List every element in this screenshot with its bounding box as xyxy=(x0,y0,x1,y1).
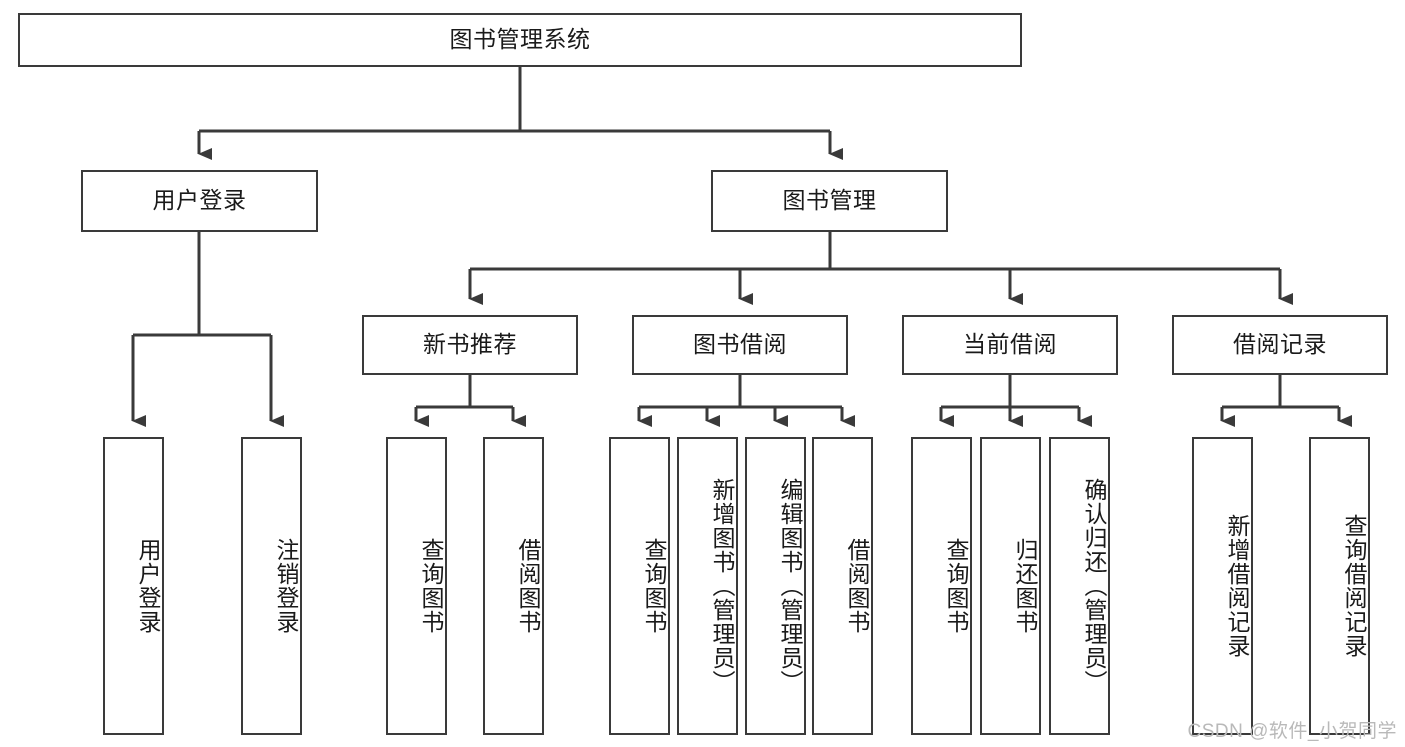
leaf-record-query-record[interactable]: 查询借阅记录 xyxy=(1309,437,1370,735)
node-label: 借阅图书 xyxy=(844,538,870,634)
node-label: 新增借阅记录 xyxy=(1224,514,1250,658)
leaf-borrow-borrow-book[interactable]: 借阅图书 xyxy=(812,437,873,735)
node-borrow-record[interactable]: 借阅记录 xyxy=(1172,315,1388,375)
watermark-text: CSDN @软件_小贺同学 xyxy=(1187,721,1397,742)
node-current-borrow[interactable]: 当前借阅 xyxy=(902,315,1118,375)
node-label: 用户登录 xyxy=(152,187,247,214)
leaf-current-return-book[interactable]: 归还图书 xyxy=(980,437,1041,735)
node-book-management[interactable]: 图书管理 xyxy=(711,170,948,232)
node-label: 查询图书 xyxy=(641,538,667,634)
leaf-borrow-add-book[interactable]: 新增图书（管理员） xyxy=(677,437,738,735)
leaf-user-login-login[interactable]: 用户登录 xyxy=(103,437,164,735)
leaf-recommend-borrow-book[interactable]: 借阅图书 xyxy=(483,437,544,735)
node-label: 用户登录 xyxy=(135,538,161,634)
leaf-borrow-query-book[interactable]: 查询图书 xyxy=(609,437,670,735)
node-label: 注销登录 xyxy=(273,538,299,634)
node-label: 新增图书（管理员） xyxy=(709,478,735,694)
node-label: 借阅图书 xyxy=(515,538,541,634)
leaf-borrow-edit-book[interactable]: 编辑图书（管理员） xyxy=(745,437,806,735)
node-new-book-recommend[interactable]: 新书推荐 xyxy=(362,315,578,375)
node-book-borrow[interactable]: 图书借阅 xyxy=(632,315,848,375)
node-label: 归还图书 xyxy=(1012,538,1038,634)
node-label: 图书管理 xyxy=(782,187,877,214)
node-label: 图书管理系统 xyxy=(449,26,591,53)
node-user-login[interactable]: 用户登录 xyxy=(81,170,318,232)
node-label: 图书借阅 xyxy=(693,331,787,358)
node-label: 查询图书 xyxy=(943,538,969,634)
node-root-system[interactable]: 图书管理系统 xyxy=(18,13,1022,67)
node-label: 当前借阅 xyxy=(963,331,1057,358)
leaf-user-login-logout[interactable]: 注销登录 xyxy=(241,437,302,735)
node-label: 查询借阅记录 xyxy=(1341,514,1367,658)
node-label: 编辑图书（管理员） xyxy=(777,478,803,694)
leaf-record-add-record[interactable]: 新增借阅记录 xyxy=(1192,437,1253,735)
node-label: 查询图书 xyxy=(418,538,444,634)
leaf-current-query-book[interactable]: 查询图书 xyxy=(911,437,972,735)
leaf-recommend-query-book[interactable]: 查询图书 xyxy=(386,437,447,735)
leaf-current-confirm-return[interactable]: 确认归还（管理员） xyxy=(1049,437,1110,735)
node-label: 借阅记录 xyxy=(1233,331,1327,358)
node-label: 确认归还（管理员） xyxy=(1081,478,1107,694)
node-label: 新书推荐 xyxy=(423,331,517,358)
